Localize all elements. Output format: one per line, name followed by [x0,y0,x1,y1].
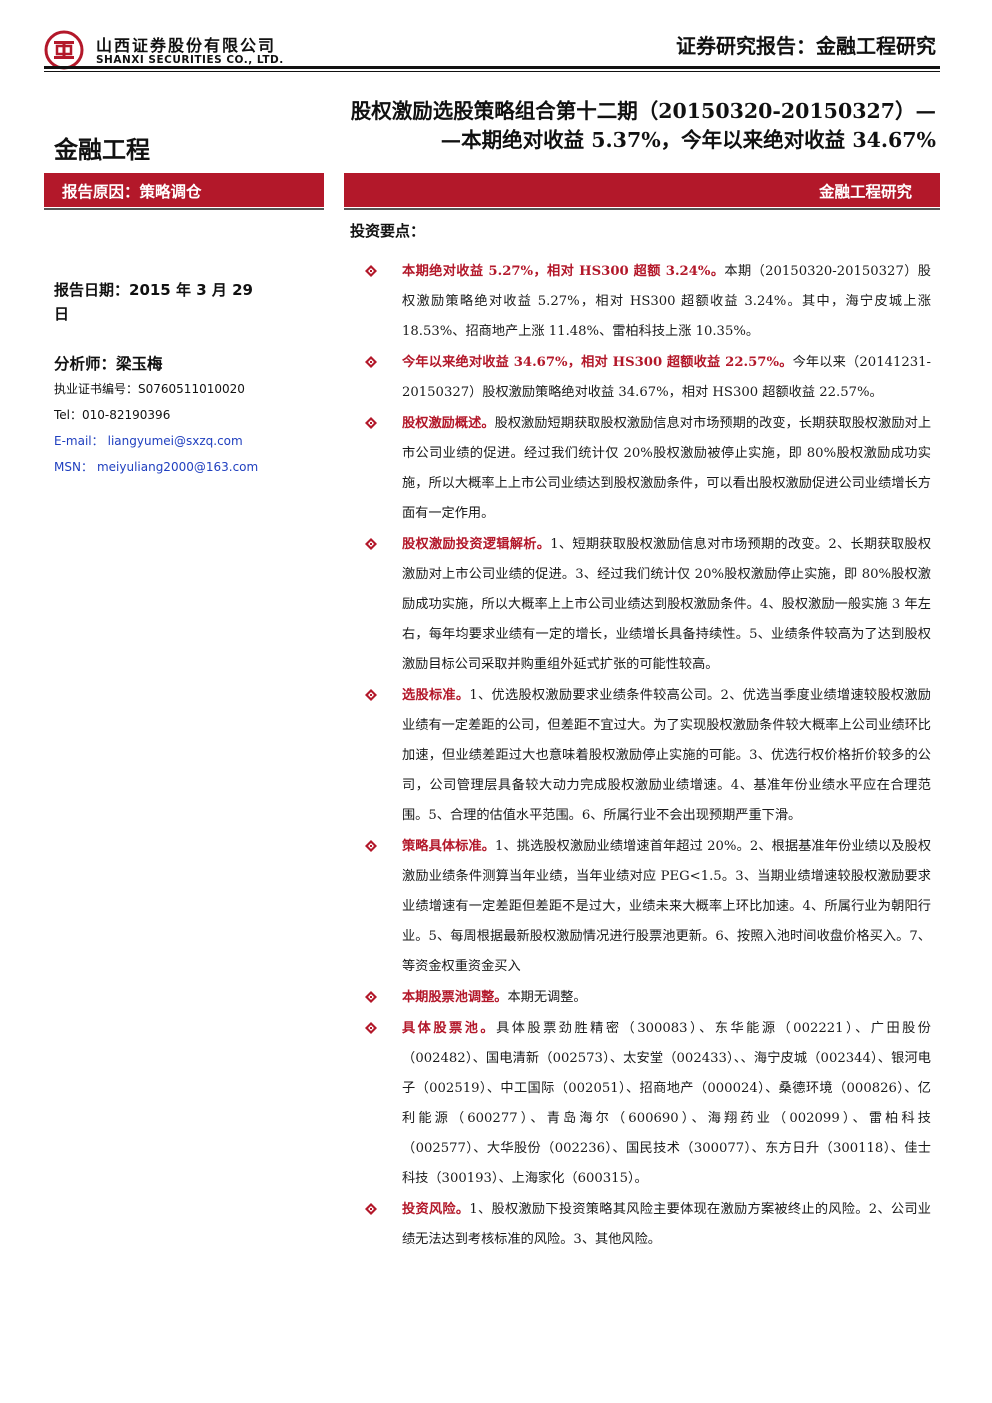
tel-line: Tel：010-82190396 [54,402,316,428]
item-text: 具体股票劲胜精密（300083）、东华能源（002221）、广田股份（00248… [402,1021,931,1186]
item-highlight: 具体股票池。 [402,1021,497,1036]
report-reason: 报告原因：策略调仓 [62,183,202,201]
shanxi-securities-logo-icon [44,30,84,70]
item-highlight: 选股标准。 [402,688,470,703]
item-highlight: 今年以来绝对收益 34.67%，相对 HS300 超额收益 22.57%。 [402,355,793,370]
bullet-icon [365,417,377,429]
msn-line[interactable]: MSN：meiyuliang2000@163.com [54,454,316,480]
item-text: 本期无调整。 [507,990,587,1005]
list-item: 具体股票池。具体股票劲胜精密（300083）、东华能源（002221）、广田股份… [365,1014,931,1194]
tel-label: Tel： [54,408,83,422]
company-name-cn: 山西证券股份有限公司 [96,36,277,55]
item-text: 1、股权激励下投资策略其风险主要体现在激励方案被终止的风险。2、公司业绩无法达到… [402,1202,931,1247]
certificate-line: 执业证书编号：S0760511010020 [54,376,316,402]
analyst-name: 分析师：梁玉梅 [54,355,163,373]
bullet-icon [365,1203,377,1215]
bullet-icon [365,265,377,277]
certificate-label: 执业证书编号： [54,382,139,396]
report-date-line1: 报告日期：2015 年 3 月 29 [54,281,253,299]
item-highlight: 本期股票池调整。 [402,990,508,1005]
item-highlight: 本期绝对收益 5.27%，相对 HS300 超额 3.24%。 [402,264,725,279]
category-bar-underline [344,208,940,210]
list-item: 本期股票池调整。本期无调整。 [365,983,931,1013]
list-item: 选股标准。1、优选股权激励要求业绩条件较高公司。2、优选当季度业绩增速较股权激励… [365,681,931,831]
list-item: 股权激励概述。股权激励短期获取股权激励信息对市场预期的改变，长期获取股权激励对上… [365,409,931,529]
section-label: 金融工程 [54,136,150,164]
report-title-line1: 股权激励选股策略组合第十二期（20150320-20150327）— [350,99,936,123]
msn-address[interactable]: meiyuliang2000@163.com [96,460,259,474]
msn-label: MSN： [54,460,93,474]
item-highlight: 股权激励概述。 [402,416,495,431]
bullet-icon [365,689,377,701]
bullet-icon [365,840,377,852]
report-date: 报告日期：2015 年 3 月 29 日 [54,278,316,326]
company-name-en: SHANXI SECURITIES CO., LTD. [96,54,284,66]
key-points-list: 本期绝对收益 5.27%，相对 HS300 超额 3.24%。本期（201503… [365,257,931,1256]
item-text: 今年以来（20141231-20150327）股权激励策略绝对收益 34.67%… [402,355,931,400]
item-highlight: 投资风险。 [402,1202,470,1217]
header-rule-thin [44,71,940,72]
bullet-icon [365,538,377,550]
report-type-header: 证券研究报告：金融工程研究 [676,34,936,58]
list-item: 投资风险。1、股权激励下投资策略其风险主要体现在激励方案被终止的风险。2、公司业… [365,1195,931,1255]
key-points-heading: 投资要点： [350,222,426,240]
item-text: 1、短期获取股权激励信息对市场预期的改变。2、长期获取股权激励对上市公司业绩的促… [402,537,932,672]
list-item: 今年以来绝对收益 34.67%，相对 HS300 超额收益 22.57%。今年以… [365,348,931,408]
bullet-icon [365,991,377,1003]
sidebar: 报告日期：2015 年 3 月 29 日 分析师：梁玉梅 执业证书编号：S076… [54,278,316,480]
company-logo: 山西证券股份有限公司 SHANXI SECURITIES CO., LTD. [44,30,314,70]
report-category: 金融工程研究 [818,183,912,201]
header-rule-thick [44,66,940,69]
report-title-line2: —本期绝对收益 5.37%，今年以来绝对收益 34.67% [440,128,936,152]
item-text: 1、挑选股权激励业绩增速首年超过 20%。2、根据基准年份业绩以及股权激励业绩条… [402,839,932,974]
reason-bar [44,173,324,207]
item-highlight: 策略具体标准。 [402,839,496,854]
list-item: 股权激励投资逻辑解析。1、短期获取股权激励信息对市场预期的改变。2、长期获取股权… [365,530,931,680]
item-text: 本期（20150320-20150327）股权激励策略绝对收益 5.27%，相对… [402,264,931,339]
list-item: 策略具体标准。1、挑选股权激励业绩增速首年超过 20%。2、根据基准年份业绩以及… [365,832,931,982]
email-label: E-mail： [54,434,104,448]
email-line[interactable]: E-mail：liangyumei@sxzq.com [54,428,316,454]
tel-number: 010-82190396 [82,408,171,422]
item-text: 股权激励短期获取股权激励信息对市场预期的改变，长期获取股权激励对上市公司业绩的促… [402,416,932,521]
report-date-line2: 日 [54,305,70,323]
list-item: 本期绝对收益 5.27%，相对 HS300 超额 3.24%。本期（201503… [365,257,931,347]
item-highlight: 股权激励投资逻辑解析。 [402,537,551,552]
category-bar [344,173,940,207]
bullet-icon [365,1022,377,1034]
certificate-number: S0760511010020 [138,382,245,396]
bullet-icon [365,356,377,368]
reason-bar-underline [44,208,324,210]
item-text: 1、优选股权激励要求业绩条件较高公司。2、优选当季度业绩增速较股权激励业绩有一定… [402,688,931,823]
email-address[interactable]: liangyumei@sxzq.com [107,434,243,448]
